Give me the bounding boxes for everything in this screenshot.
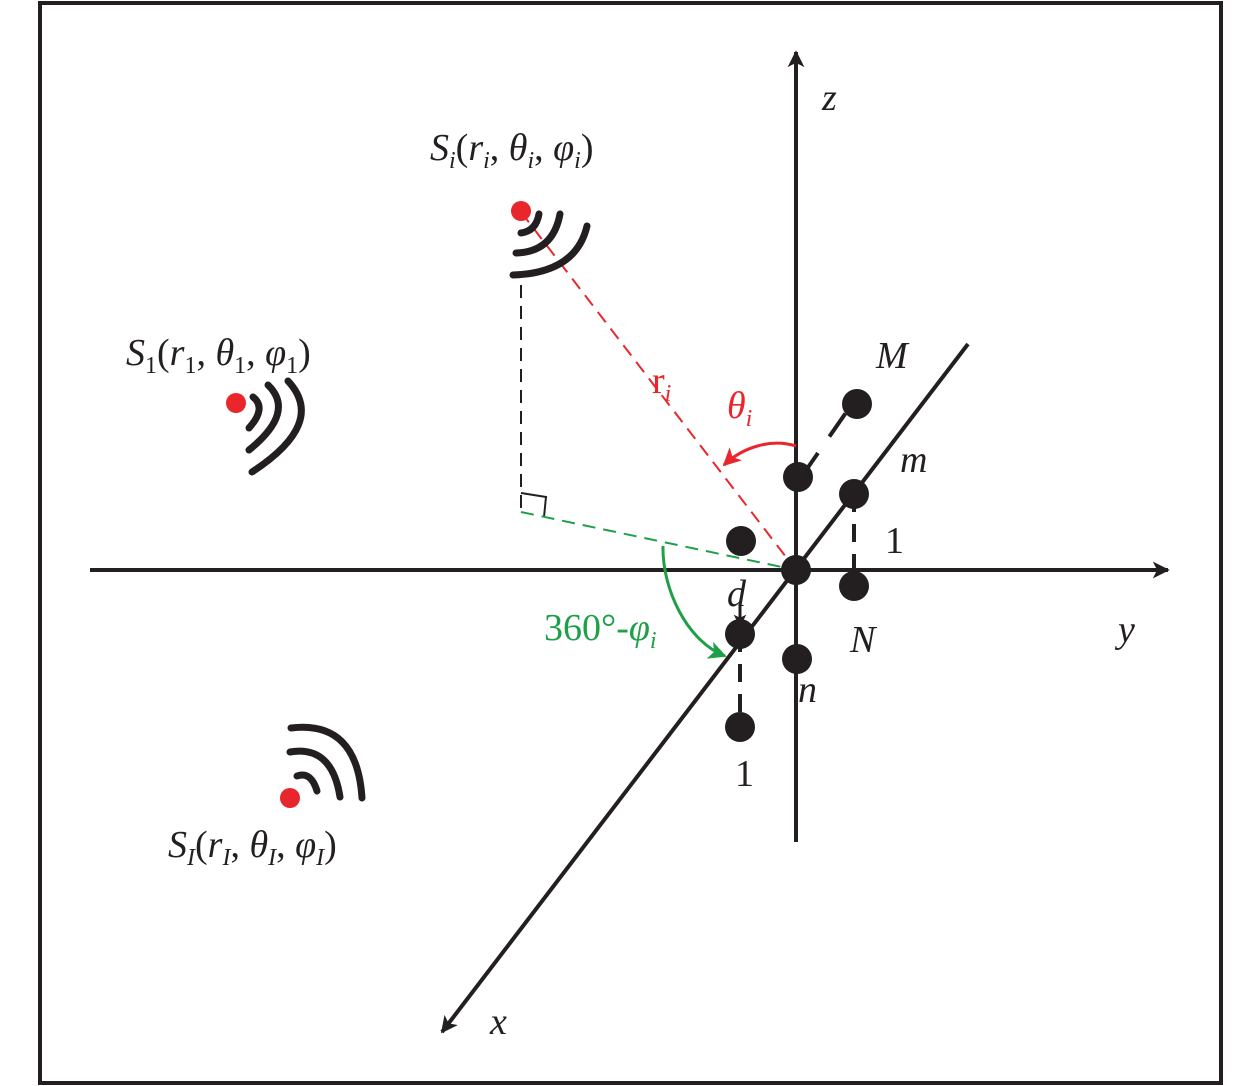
theta-arc — [722, 441, 797, 467]
wifi-signal-icon — [245, 381, 282, 454]
source-sI — [280, 723, 366, 808]
phi-arc — [661, 545, 727, 659]
array-element — [842, 389, 872, 419]
theta-label: θi — [727, 385, 752, 432]
wifi-signal-icon — [248, 377, 305, 476]
array-connector-upper — [800, 402, 854, 478]
array-label-M: M — [875, 335, 910, 377]
range-line — [520, 211, 797, 571]
array-element — [839, 571, 869, 601]
array-label-one-right: 1 — [885, 520, 904, 562]
array-element — [726, 526, 756, 556]
range-label: ri — [652, 360, 671, 407]
y-axis-label: y — [1114, 609, 1135, 651]
source-si — [509, 201, 591, 279]
ground-projection-line — [520, 511, 797, 571]
array-element — [725, 619, 755, 649]
wifi-signal-icon — [509, 222, 591, 279]
wifi-signal-icon — [512, 210, 564, 257]
source-s1-label: S1(r1, θ1, φ1) — [126, 332, 311, 379]
x-axis — [440, 342, 970, 1034]
phi-label: 360°-φi — [544, 607, 657, 654]
array-element — [783, 462, 813, 492]
source-si-label: Si(ri, θi, φi) — [430, 127, 594, 174]
array-element — [782, 644, 812, 674]
wifi-signal-icon — [286, 747, 344, 801]
array-element — [839, 479, 869, 509]
array-label-m: m — [900, 439, 927, 481]
array-element — [725, 712, 755, 742]
array-label-n: n — [798, 669, 817, 711]
array-label-one-bottom: 1 — [735, 753, 754, 795]
wifi-signal-icon — [287, 723, 366, 802]
wifi-signal-icon — [293, 771, 321, 795]
diagram-frame — [38, 1, 1223, 1085]
source-sI-label: SI(rI, θI, φI) — [168, 824, 337, 871]
x-axis-label: x — [489, 1001, 507, 1043]
source-point-s1 — [226, 393, 246, 413]
spacing-label-d: d — [727, 573, 747, 615]
array-label-N: N — [849, 619, 878, 661]
array-element-origin — [781, 555, 811, 585]
source-s1 — [226, 377, 305, 476]
right-angle-mark — [520, 492, 548, 518]
source-point-sI — [280, 788, 300, 808]
wifi-signal-icon — [245, 393, 263, 432]
wifi-signal-icon — [517, 210, 543, 237]
z-axis-label: z — [821, 77, 837, 119]
source-point-si — [511, 201, 531, 221]
